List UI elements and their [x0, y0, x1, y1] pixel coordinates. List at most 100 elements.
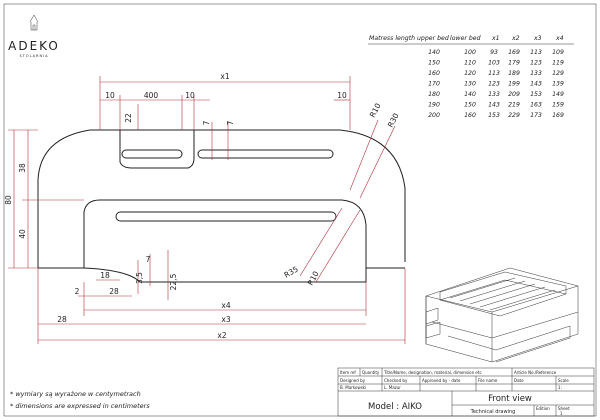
- table-cell-x1: 153: [488, 112, 500, 119]
- tb-title-name: Title/Name, designation, material, dimen…: [383, 370, 482, 375]
- tb-quantity: Quantity: [362, 370, 380, 375]
- sheet-frame: [3, 3, 597, 417]
- table-cell-x3: 143: [530, 81, 542, 88]
- table-cell-lower: 110: [464, 60, 476, 67]
- tb-item-ref: Item ref: [340, 370, 356, 375]
- brand-logo: ADEKO STOLARNIA: [8, 14, 60, 58]
- tb-checked-by: Checked by: [384, 378, 408, 383]
- dimension-lines: x1 10 400 10 10 22 7 7 R10 R30 38 80 40: [4, 72, 406, 344]
- tb-checker-name: L. Mazur: [384, 385, 401, 390]
- table-header-lower: lower bed: [450, 35, 481, 42]
- dim-400: 400: [144, 91, 159, 100]
- table-cell-lower: 130: [464, 81, 476, 88]
- table-cell-x1: 143: [488, 102, 500, 109]
- dim-7c: 7: [146, 255, 151, 264]
- tb-date: Date: [514, 378, 524, 383]
- dim-x2: x2: [217, 331, 226, 340]
- table-cell-upper: 150: [428, 60, 440, 67]
- dim-x4: x4: [221, 301, 230, 310]
- dim-2: 2: [75, 287, 80, 296]
- table-cell-x3: 133: [530, 70, 542, 77]
- brand-name: ADEKO: [8, 39, 60, 53]
- table-cell-x2: 229: [508, 112, 520, 119]
- lower-bed-outline: [83, 199, 367, 283]
- table-cell-x2: 189: [508, 70, 520, 77]
- table-cell-x3: 173: [530, 112, 542, 119]
- tb-drawing-type: Technical drawing: [470, 409, 516, 415]
- dim-28-upper: 28: [109, 287, 119, 296]
- bed-front-view: [37, 129, 406, 283]
- dim-38: 38: [18, 163, 27, 173]
- table-cell-x1: 133: [488, 91, 500, 98]
- table-cell-x4: 169: [552, 112, 564, 119]
- note-english: * dimensions are expressed in centimeter…: [10, 402, 150, 410]
- dim-r10-top: R10: [368, 101, 383, 118]
- table-cell-x4: 119: [552, 60, 564, 67]
- dim-3-5: 3,5: [135, 272, 144, 284]
- table-cell-x3: 163: [530, 102, 542, 109]
- logo-house-icon: [29, 14, 39, 31]
- table-header-x2: x2: [511, 35, 520, 42]
- tb-article-no: Article No./Reference: [514, 370, 557, 375]
- tb-scale-value: 1:: [558, 385, 562, 390]
- dim-10-left: 10: [105, 91, 115, 100]
- table-cell-x4: 139: [552, 81, 564, 88]
- table-header-x4: x4: [555, 35, 564, 42]
- table-cell-x1: 123: [488, 81, 500, 88]
- table-cell-x3: 113: [530, 49, 542, 56]
- bed-3d-illustration: [425, 267, 579, 363]
- tb-designed-by: Designed by: [340, 378, 366, 383]
- upper-slot-left: [121, 149, 183, 159]
- table-cell-upper: 190: [428, 102, 440, 109]
- tb-view: Front view: [488, 394, 532, 404]
- table-header-x3: x3: [533, 35, 542, 42]
- table-cell-lower: 140: [464, 91, 476, 98]
- dim-x1: x1: [220, 72, 229, 81]
- table-cell-x3: 153: [530, 91, 542, 98]
- upper-slot-right: [197, 149, 334, 159]
- table-cell-upper: 180: [428, 91, 440, 98]
- table-cell-upper: 160: [428, 70, 440, 77]
- table-cell-upper: 170: [428, 81, 440, 88]
- tb-scale: Scale: [558, 378, 569, 383]
- table-cell-x1: 113: [488, 70, 500, 77]
- table-cell-lower: 160: [464, 112, 476, 119]
- table-cell-x2: 169: [508, 49, 520, 56]
- note-polish: * wymiary są wyrażone w centymetrach: [10, 390, 141, 398]
- dim-10-right: 10: [337, 91, 347, 100]
- table-cell-x2: 199: [508, 81, 520, 88]
- table-cell-upper: 140: [428, 49, 440, 56]
- lower-slot: [115, 211, 337, 222]
- tb-edition: Edition: [536, 406, 550, 411]
- table-cell-lower: 120: [464, 70, 476, 77]
- mattress-table: Matress length upper bed lower bed x1 x2…: [368, 34, 574, 119]
- table-cell-x2: 209: [508, 91, 520, 98]
- table-header-x1: x1: [491, 35, 500, 42]
- dim-28-lower: 28: [57, 315, 67, 324]
- title-block: Item ref Quantity Title/Name, designatio…: [337, 367, 595, 417]
- tb-sheet-value: 1: [560, 411, 563, 416]
- tb-sheet: Sheet: [558, 406, 570, 411]
- dim-7a: 7: [202, 120, 211, 125]
- tb-designer-name: B. Markowski: [340, 385, 366, 390]
- tb-file-name: File name: [478, 378, 498, 383]
- table-cell-x2: 219: [508, 102, 520, 109]
- dim-40: 40: [18, 229, 27, 239]
- table-cell-lower: 100: [464, 49, 476, 56]
- table-cell-x3: 123: [530, 60, 542, 67]
- dim-10-mid: 10: [185, 91, 195, 100]
- brand-tagline: STOLARNIA: [19, 54, 48, 58]
- dim-7b: 7: [226, 120, 235, 125]
- dim-22: 22: [124, 113, 133, 123]
- dim-x3: x3: [221, 315, 230, 324]
- table-cell-upper: 200: [428, 112, 440, 119]
- upper-left-notch: [119, 130, 195, 169]
- table-cell-x1: 103: [488, 60, 500, 67]
- dim-18: 18: [100, 271, 110, 280]
- table-cell-x4: 109: [552, 49, 564, 56]
- table-cell-x4: 159: [552, 102, 564, 109]
- upper-bed-outline: [37, 129, 406, 268]
- tb-model: Model : AIKO: [368, 402, 422, 412]
